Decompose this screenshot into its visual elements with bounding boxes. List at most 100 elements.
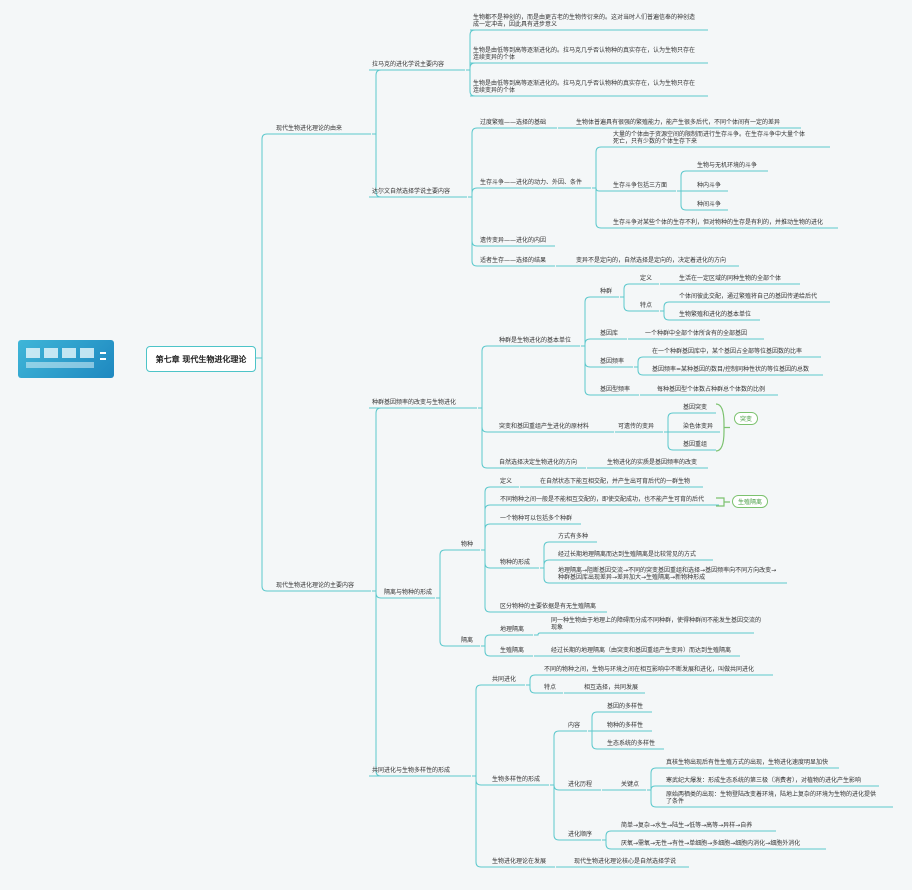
connector-n2b1-n2b1a (481, 486, 497, 551)
node-n1b4[interactable]: 适者生存——选择的结果 (480, 257, 547, 264)
node-n2a2a[interactable]: 可遗传的变异 (618, 423, 655, 430)
bracket-mutation (715, 403, 730, 452)
node-n2a1a1a[interactable]: 生活在一定区域的同种生物的全部个体 (679, 275, 782, 282)
node-n2c1a[interactable]: 不同的物种之间，生物与环境之间在相互影响中不断发展和进化，叫做共同进化 (544, 666, 755, 673)
node-n2c2a2[interactable]: 物种的多样性 (607, 722, 644, 729)
node-n2b1[interactable]: 物种 (461, 541, 474, 548)
node-n1b2b[interactable]: 生存斗争包括三方面 (613, 182, 668, 189)
node-n2a2a1[interactable]: 基因突变 (683, 404, 708, 411)
node-n2a1b1[interactable]: 一个种群中全部个体所含有的全部基因 (645, 330, 748, 337)
node-n2a1b[interactable]: 基因库 (600, 330, 619, 337)
node-n1b1[interactable]: 过度繁殖——选择的基础 (480, 119, 547, 126)
node-n2a2a3[interactable]: 基因重组 (683, 441, 708, 448)
node-n2c2b1c[interactable]: 原始两栖类的出现：生物登陆改变着环境，陆地上复杂的环境为生物的进化提供 了条件 (666, 791, 877, 805)
node-n2b1a[interactable]: 定义 (500, 478, 513, 485)
node-n2a3a[interactable]: 生物进化的实质是基因频率的改变 (607, 459, 698, 466)
node-n2b2[interactable]: 隔离 (461, 637, 474, 644)
connector-n2c2a-n2c2a3 (588, 730, 604, 750)
node-n2b1c[interactable]: 一个物种可以包括多个种群 (500, 515, 573, 522)
node-n2b2a[interactable]: 地理隔离 (500, 626, 525, 633)
node-n2a1d[interactable]: 基因型频率 (600, 386, 631, 393)
connector-n2c2c-n2c2c1 (602, 830, 618, 841)
node-n2a1a[interactable]: 种群 (600, 288, 613, 295)
node-n1b3[interactable]: 遗传变异——进化的内因 (480, 237, 547, 244)
node-n2c2c2[interactable]: 厌氧→需氧→无性→有性→单细胞→多细胞→细胞内消化→细胞外消化 (621, 840, 801, 847)
node-n2a3[interactable]: 自然选择决定生物进化的方向 (499, 459, 578, 466)
node-n1b1a[interactable]: 生物体普遍具有很强的繁殖能力，能产生很多后代，不同个体间有一定的差异 (576, 119, 781, 126)
node-n2c3[interactable]: 生物进化理论在发展 (492, 858, 547, 865)
node-n2c1[interactable]: 共同进化 (492, 676, 517, 683)
node-n2b1d1[interactable]: 方式有多种 (558, 533, 589, 540)
node-n2b1a1[interactable]: 在自然状态下能互相交配，并产生出可育后代的一群生物 (540, 478, 691, 485)
node-n2c3a[interactable]: 现代生物进化理论核心是自然选择学说 (574, 858, 677, 865)
node-n1a1[interactable]: 生物都不是神创的，而是由更古老的生物传衍来的。这对当时人们普遍信奉的神创造 成一… (473, 14, 696, 28)
connector-n2c2b1-n2c2b1a (647, 767, 663, 791)
node-n2b[interactable]: 隔离与物种的形成 (384, 589, 433, 596)
node-n1b4a[interactable]: 变异不是定向的，自然选择是定向的，决定着进化的方向 (576, 257, 727, 264)
node-n2c2c1[interactable]: 简单→复杂→水生→陆生→低等→高等→异样→自养 (621, 822, 753, 829)
node-n2a1[interactable]: 种群是生物进化的基本单位 (499, 337, 572, 344)
node-n2c2b1b[interactable]: 寒武纪大爆发：形成生态系统的第三极（消费者），对植物的进化产生影响 (666, 777, 862, 784)
node-n1a3[interactable]: 生物是由低等到高等逐渐进化的。拉马克几乎否认物种的真实存在，认为生物只存在 连续… (473, 80, 696, 94)
connector-n2c2-n2c2c (550, 784, 565, 841)
node-n1b2b2[interactable]: 种内斗争 (697, 182, 722, 189)
node-n2c2a1[interactable]: 基因的多样性 (607, 703, 644, 710)
node-n2a1a2a[interactable]: 个体间彼此交配，通过繁殖将自己的基因传递给后代 (679, 293, 818, 300)
connector-n2b2a-n2b2a1 (534, 632, 548, 636)
node-n1a2[interactable]: 生物是由低等到高等逐渐进化的。拉马克几乎否认物种的真实存在，认为生物只存在 连续… (473, 47, 696, 61)
node-n2c[interactable]: 共同进化与生物多样性的形成 (372, 767, 451, 774)
node-n2[interactable]: 现代生物进化理论的主要内容 (276, 582, 355, 589)
node-n2c1b[interactable]: 特点 (544, 684, 557, 691)
node-n2a1d1[interactable]: 每种基因型个体数占种群总个体数的比例 (657, 386, 766, 393)
node-n1b2[interactable]: 生存斗争——进化的动力、外因、条件 (480, 179, 583, 186)
connector-n2b1d-n2b1d3 (540, 567, 555, 584)
node-n2b1d3[interactable]: 地理隔离→阻断基因交流→不同的突变基因重组和选择→基因频率向不同方向改变→ 种群… (558, 567, 777, 581)
connector-root-n2 (254, 357, 273, 592)
tag-mutation[interactable]: 突变 (734, 412, 759, 425)
node-n2a1a2b[interactable]: 生物繁殖和进化的基本单位 (679, 311, 752, 318)
connector-n2a1a-n2a1a1 (620, 283, 637, 298)
node-n2b2a1[interactable]: 同一种生物由于地理上的障碍而分成不同种群，使得种群间不能发生基因交流的 现象 (551, 617, 762, 631)
node-n1b2a[interactable]: 大量的个体由于资源空间的限制而进行生存斗争。在生存斗争中大量个体 死亡，只有少数… (613, 131, 806, 145)
connector-n2a1c-n2a1c1 (634, 356, 649, 368)
connector-n1b-n1b1 (468, 127, 478, 198)
node-n2b1d[interactable]: 物种的形成 (500, 559, 531, 566)
connector-n2b-n2b2 (436, 597, 458, 647)
node-n2c2a3[interactable]: 生态系统的多样性 (607, 740, 656, 747)
node-n2b2b1[interactable]: 经过长期的地理隔离（由突变和基因重组产生变异）而达到生殖隔离 (551, 647, 732, 654)
node-n2a1c[interactable]: 基因频率 (600, 358, 625, 365)
node-n1b[interactable]: 达尔文自然选择学说主要内容 (372, 188, 451, 195)
node-n2c2b1[interactable]: 关键点 (621, 781, 640, 788)
node-n1b2b3[interactable]: 种间斗争 (697, 201, 722, 208)
node-n2c2b[interactable]: 进化历程 (568, 781, 593, 788)
tag-reproductive-isolation[interactable]: 生殖隔离 (732, 495, 769, 508)
root-node[interactable]: 第七章 现代生物进化理论 (146, 346, 256, 372)
node-n2c2b1a[interactable]: 真核生物出现后有性生殖方式的出现，生物进化速度明显加快 (666, 759, 829, 766)
node-n2b1e[interactable]: 区分物种的主要依据是有无生殖隔离 (500, 603, 597, 610)
node-n2c1b1[interactable]: 相互选择，共同发展 (584, 684, 639, 691)
node-n2c2a[interactable]: 内容 (568, 722, 581, 729)
node-n2a2[interactable]: 突变和基因重组产生进化的原材料 (499, 423, 590, 430)
node-n2a1c2[interactable]: 基因频率=某种基因的数目/控制同种性状的等位基因的总数 (652, 366, 810, 373)
connector-n2b1-n2b1c (481, 523, 497, 551)
connector-n2c-n2c1 (472, 684, 489, 777)
node-n2a1a2[interactable]: 特点 (640, 302, 653, 309)
thumbnail-image[interactable] (18, 340, 114, 378)
node-n2a1c1[interactable]: 在一个种群基因库中，某个基因占全部等位基因数的比率 (652, 348, 803, 355)
node-n2a1a1[interactable]: 定义 (640, 275, 653, 282)
node-n1b2b1[interactable]: 生物与无机环境的斗争 (697, 162, 758, 169)
connector-n2-n2a (369, 407, 382, 592)
node-n2a2a2[interactable]: 染色体变异 (683, 423, 714, 430)
node-n2c2c[interactable]: 进化顺序 (568, 831, 593, 838)
node-n1[interactable]: 现代生物进化理论的由来 (276, 125, 343, 132)
connector-n1-n1a (369, 69, 382, 135)
node-n2b1b[interactable]: 不同物种之间一般是不能相互交配的，即使交配成功，也不能产生可育的后代 (500, 496, 705, 503)
node-n1b2c[interactable]: 生存斗争对某些个体的生存不利，但对物种的生存是有利的，并推动生物的进化 (613, 219, 824, 226)
connector-root-n1 (254, 133, 273, 359)
node-n2a[interactable]: 种群基因频率的改变与生物进化 (372, 399, 457, 406)
connector-n2a-n2a3 (478, 407, 496, 469)
node-n2b2b[interactable]: 生殖隔离 (500, 647, 525, 654)
node-n2c2[interactable]: 生物多样性的形成 (492, 776, 541, 783)
node-n2b1d2[interactable]: 经过长期地理隔离而达到生殖隔离是比较常见的方式 (558, 551, 697, 558)
node-n1a[interactable]: 拉马克的进化学说主要内容 (372, 61, 445, 68)
